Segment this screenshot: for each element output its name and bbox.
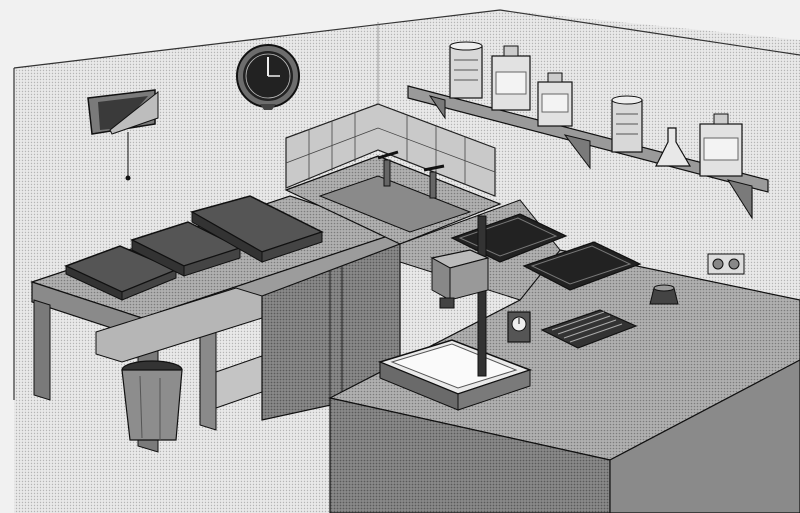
waste-bin	[121, 360, 183, 441]
safelight-lamp	[87, 89, 159, 181]
bottle-3	[537, 72, 573, 127]
enlarger	[377, 215, 533, 411]
faucet-right	[423, 164, 445, 199]
faucet-left	[377, 150, 399, 187]
negative-holder	[540, 309, 638, 349]
bottle-can-1	[449, 41, 483, 99]
bottle-2	[491, 45, 531, 111]
bottle-can-4	[611, 95, 643, 153]
developing-tray-3	[190, 195, 324, 263]
bottle-6	[699, 113, 743, 177]
beaker	[649, 284, 679, 305]
enlarger-counter	[328, 199, 800, 513]
flask-5	[655, 127, 692, 167]
darkroom-timer	[507, 311, 531, 343]
tile-backsplash	[285, 103, 496, 197]
enlarger-head	[430, 249, 490, 309]
wall-outlet	[707, 253, 745, 275]
chemical-shelf	[407, 41, 769, 220]
print-tray-black-2	[522, 241, 642, 291]
developing-tray-2	[130, 221, 242, 277]
wall-clock	[236, 44, 300, 110]
sink-counter	[261, 150, 502, 421]
